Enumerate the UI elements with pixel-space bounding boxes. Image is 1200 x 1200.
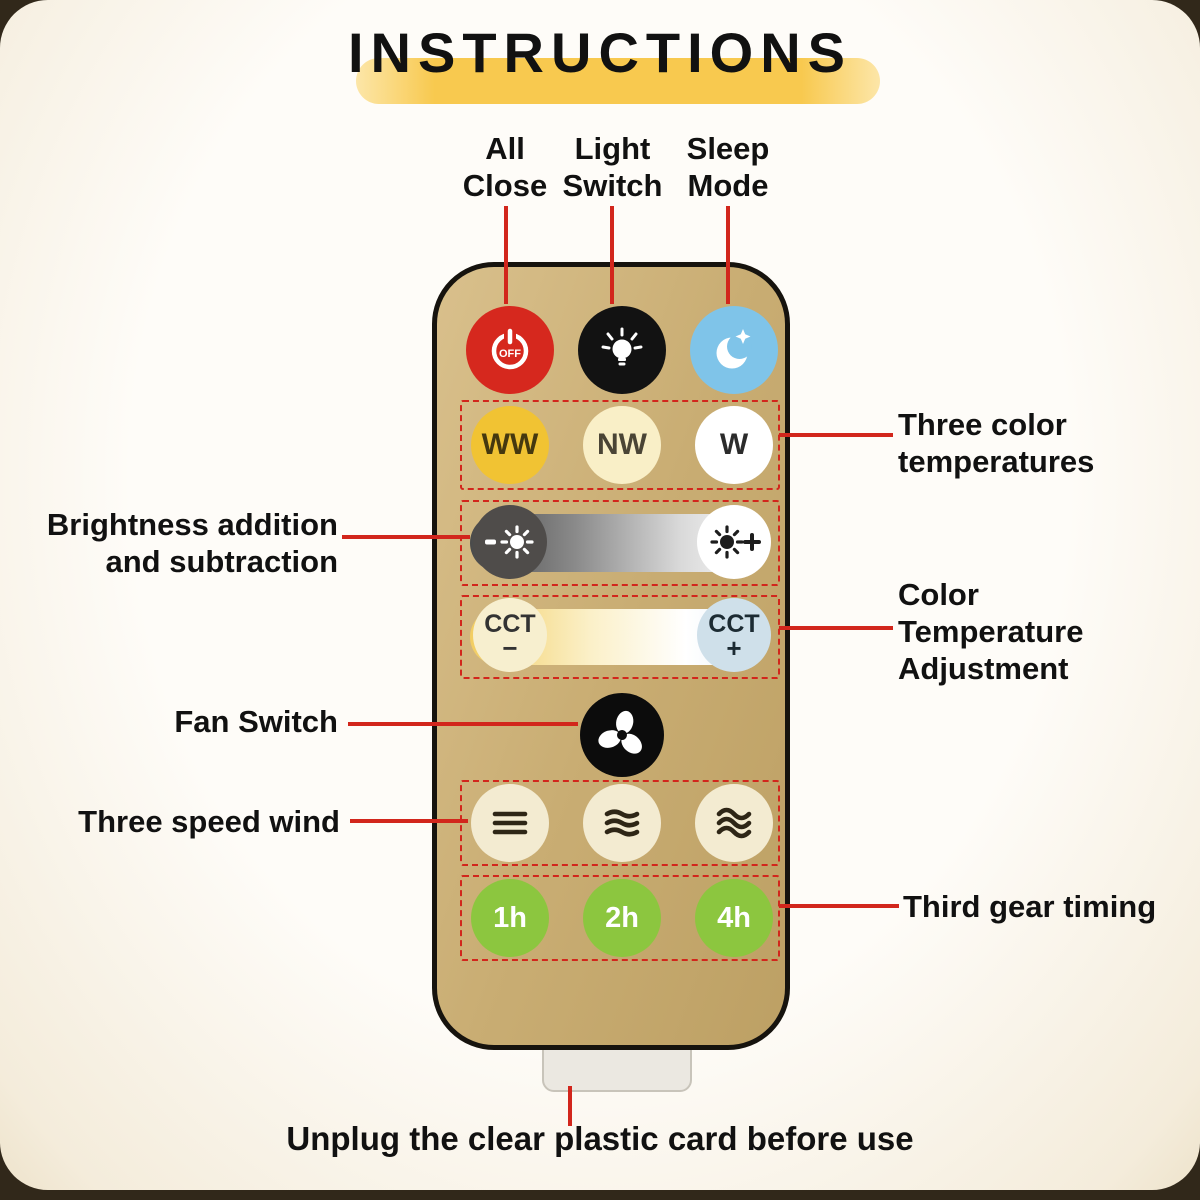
line-light-switch [610,206,614,304]
nw-button: NW [583,406,661,484]
line-footer [568,1086,572,1126]
line-wind [350,819,468,823]
wind-speed-2-icon [604,809,640,837]
timer-4h-label: 4h [717,901,751,934]
title-highlight-bar [356,58,880,104]
brightness-group [460,500,780,586]
callout-three-color-temperatures: Three color temperatures [898,406,1148,480]
brightness-down-button [473,505,547,579]
wind-speed-group [460,780,780,866]
moon-star-icon [716,329,752,369]
callout-cct-line2: Temperature [898,614,1084,649]
fan-icon [598,710,642,754]
callout-light-switch-line1: Light [574,131,651,166]
callout-sleep-mode-line1: Sleep [686,131,770,166]
line-brightness [342,535,470,539]
line-sleep-mode [726,206,730,304]
callout-third-gear-timing: Third gear timing [903,889,1157,924]
nw-label: NW [597,428,647,461]
timer-2h-button: 2h [583,879,661,957]
all-close-button: OFF [466,306,554,394]
callout-three-color-line2: temperatures [898,444,1095,479]
callout-brightness-line2: and subtraction [105,544,338,579]
line-cct [779,626,893,630]
callout-light-switch: Light Switch [540,130,685,204]
light-switch-button [578,306,666,394]
cct-plus-button: CCT + [697,598,771,672]
cct-minus-button: CCT − [473,598,547,672]
callout-cct-line1: Color [898,577,979,612]
callout-three-color-line1: Three color [898,407,1067,442]
callout-color-temperature-adjustment: Color Temperature Adjustment [898,576,1158,687]
timer-1h-label: 1h [493,901,527,934]
brightness-plus-icon [710,525,761,559]
callout-all-close-line2: Close [462,168,548,203]
brightness-up-button [697,505,771,579]
fan-switch-button [580,693,664,777]
line-timing [779,904,899,908]
timer-1h-button: 1h [471,879,549,957]
callout-sleep-mode: Sleep Mode [658,130,798,204]
callout-three-speed-wind: Three speed wind [78,804,340,839]
callout-cct-line3: Adjustment [898,651,1069,686]
page-title: INSTRUCTIONS [348,21,852,84]
callout-sleep-mode-line2: Mode [687,168,769,203]
timer-2h-label: 2h [605,901,639,934]
callout-light-switch-line2: Switch [562,168,663,203]
cct-minus-sign: − [502,632,518,663]
line-all-close [504,206,508,304]
wind-speed-3-icon [716,807,752,839]
cct-group [460,595,780,679]
footer-note: Unplug the clear plastic card before use [286,1120,914,1157]
power-off-icon: OFF [491,328,529,370]
w-label: W [719,428,749,461]
callout-all-close: All Close [440,130,570,204]
wind-speed-3-button [695,784,773,862]
wind-speed-2-button [583,784,661,862]
power-off-label: OFF [499,348,521,360]
callout-fan-switch: Fan Switch [174,704,338,739]
line-fan [348,722,578,726]
wind-speed-1-icon [492,811,528,835]
w-button: W [695,406,773,484]
ww-button: WW [471,406,549,484]
timer-group [460,875,780,961]
ww-label: WW [481,428,539,461]
timer-4h-button: 4h [695,879,773,957]
sleep-mode-button [690,306,778,394]
callout-brightness: Brightness addition and subtraction [18,506,338,580]
wind-speed-1-button [471,784,549,862]
line-three-color [779,433,893,437]
light-bulb-icon [601,327,643,366]
callout-brightness-line1: Brightness addition [46,507,338,542]
cct-minus-label: CCT [484,609,536,638]
cct-plus-sign: + [726,632,742,663]
brightness-minus-icon [485,525,534,559]
callout-all-close-line1: All [485,131,525,166]
cct-plus-label: CCT [708,609,760,638]
color-temperature-group [460,400,780,490]
remote-control-body: OFF [432,262,790,1050]
